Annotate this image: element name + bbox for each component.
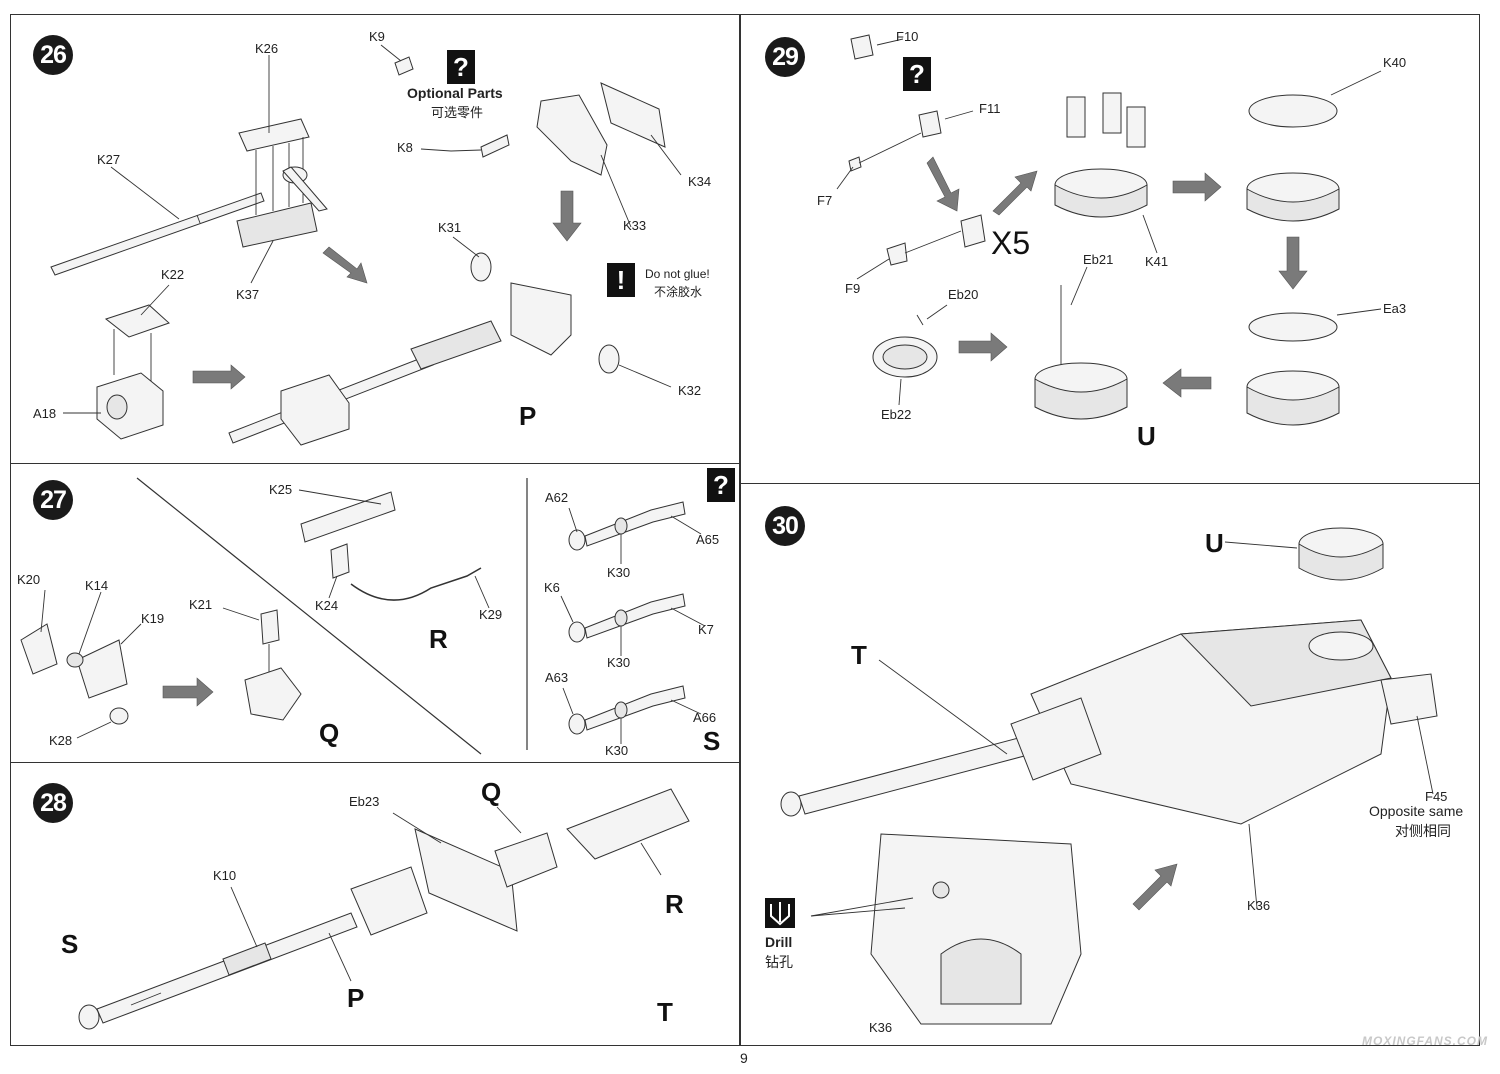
label-f11: F11 [979, 101, 1001, 116]
step-26-panel: 26 K26 K27 K37 K22 A18 K9 K8 K34 K33 K31… [10, 14, 740, 464]
label-k32: K32 [678, 383, 702, 398]
drill-label-cn: 钻孔 [765, 954, 793, 970]
subassembly-p: P [519, 401, 537, 431]
gun-assembly-p [228, 282, 572, 446]
label-a65: A65 [696, 532, 720, 547]
subassembly-t: T [657, 997, 673, 1027]
label-k33: K33 [623, 218, 647, 233]
label-k37: K37 [236, 287, 260, 302]
subassembly-p: P [347, 983, 365, 1013]
step-29-panel: 29 ? F10 F11 F7 F9 X5 K40 K41 Eb21 Eb20 … [740, 14, 1480, 484]
label-k25: K25 [269, 482, 293, 497]
step-number: 29 [765, 37, 805, 77]
part-row-a63 [568, 685, 686, 735]
step-30-panel: 30 U T F45 Opposite same 对侧相同 K36 K36 Dr… [740, 483, 1480, 1046]
label-k14: K14 [85, 578, 109, 593]
label-k19: K19 [141, 611, 165, 626]
label-eb21: Eb21 [1083, 252, 1114, 267]
label-k22: K22 [161, 267, 185, 282]
opposite-same: Opposite same [1369, 803, 1464, 819]
label-k20: K20 [17, 572, 41, 587]
label-ea3: Ea3 [1383, 301, 1407, 316]
label-k30-1: K30 [607, 565, 631, 580]
label-k21: K21 [189, 597, 213, 612]
step-28-drawing [78, 788, 690, 1030]
label-k36-bottom: K36 [869, 1020, 893, 1035]
label-f10: F10 [896, 29, 919, 44]
part-row-a62 [568, 501, 686, 551]
label-k41: K41 [1145, 254, 1169, 269]
watermark: MOXINGFANS.COM [1361, 1034, 1488, 1048]
part-row-k6 [568, 593, 686, 643]
label-k8: K8 [397, 140, 413, 155]
label-k28: K28 [49, 733, 73, 748]
label-eb20: Eb20 [948, 287, 979, 302]
label-k40: K40 [1383, 55, 1407, 70]
step-number: 30 [765, 506, 805, 546]
step-27-panel: 27 ? K20 K14 K19 K28 K21 K25 K24 K29 Q R… [10, 463, 740, 763]
step-27-drawing [20, 477, 706, 755]
label-eb23: Eb23 [349, 794, 380, 809]
optional-icon: ? [447, 50, 475, 84]
subassembly-u: U [1137, 421, 1156, 451]
noglue-cn: 不涂胶水 [654, 285, 703, 299]
label-k7: K7 [698, 622, 714, 637]
barrel-k27 [50, 192, 265, 276]
label-f9: F9 [845, 281, 861, 296]
optional-icon: ? [707, 468, 735, 502]
subassembly-u: U [1205, 528, 1224, 558]
subassembly-r: R [429, 624, 448, 654]
label-eb22: Eb22 [881, 407, 912, 422]
label-k9: K9 [369, 29, 385, 44]
label-k10: K10 [213, 868, 237, 883]
subassembly-q: Q [481, 777, 502, 807]
label-k31: K31 [438, 220, 462, 235]
times-five: X5 [991, 225, 1031, 261]
label-k26: K26 [255, 41, 279, 56]
step-number: 27 [33, 480, 73, 520]
subassembly-s: S [703, 726, 721, 756]
step-26-drawing [50, 44, 682, 446]
label-f45: F45 [1425, 789, 1448, 804]
label-k27: K27 [97, 152, 121, 167]
label-a63: A63 [545, 670, 569, 685]
step-28-panel: 28 Eb23 K10 Q R S P T [10, 762, 740, 1046]
step-30-drawing [780, 527, 1438, 1025]
warning-icon: ! [607, 263, 635, 297]
label-k36-right: K36 [1247, 898, 1271, 913]
label-k6: K6 [544, 580, 560, 595]
subassembly-q: Q [319, 718, 340, 748]
subassembly-s: S [61, 929, 79, 959]
optional-cn: 可选零件 [431, 105, 484, 120]
label-a66: A66 [693, 710, 717, 725]
label-k30-2: K30 [607, 655, 631, 670]
label-a62: A62 [545, 490, 569, 505]
label-f7: F7 [817, 193, 833, 208]
subassembly-t: T [851, 640, 867, 670]
label-k30-3: K30 [605, 743, 629, 758]
optional-icon: ? [903, 57, 931, 91]
opposite-same-cn: 对侧相同 [1395, 823, 1451, 839]
subassembly-r: R [665, 889, 684, 919]
label-k24: K24 [315, 598, 339, 613]
step-number: 26 [33, 35, 73, 75]
label-k34: K34 [688, 174, 712, 189]
drill-icon [765, 898, 795, 928]
noglue-note: Do not glue! [645, 267, 710, 281]
optional-title: Optional Parts [407, 85, 503, 101]
drill-label: Drill [765, 934, 793, 950]
page-number: 9 [740, 1050, 748, 1066]
label-a18: A18 [33, 406, 57, 421]
step-29-drawing [836, 34, 1382, 426]
label-k29: K29 [479, 607, 503, 622]
step-number: 28 [33, 783, 73, 823]
